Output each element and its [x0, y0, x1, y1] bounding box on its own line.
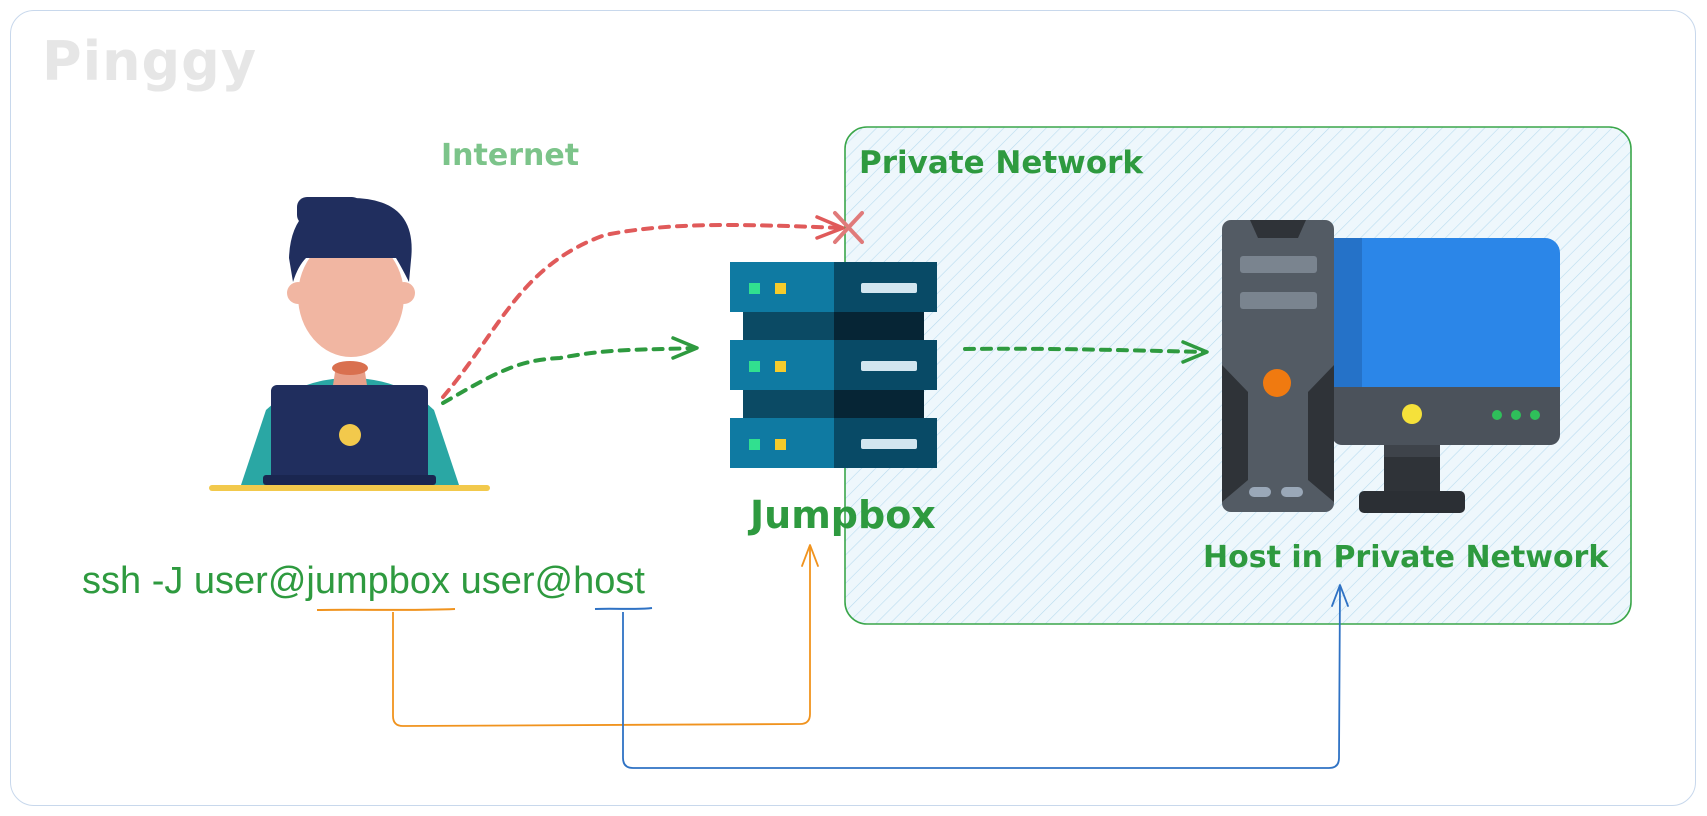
internet-zone-label: Internet [441, 138, 580, 173]
brand-logo-text: Pinggy [42, 30, 258, 93]
user-to-jumpbox-arrow [441, 336, 699, 405]
host-label: Host in Private Network [1203, 540, 1609, 575]
blocked-x-icon [833, 211, 864, 244]
server-rack-icon [730, 262, 937, 468]
jumpbox-to-host-arrow [963, 340, 1209, 364]
person-with-laptop-icon [209, 197, 490, 491]
ssh-command-text: ssh -J user@jumpbox user@host [82, 560, 645, 602]
host-pointer-arrow [594, 584, 1349, 769]
desktop-computer-icon [1222, 220, 1560, 513]
blocked-connection-arrow [441, 211, 864, 399]
jumpbox-label: Jumpbox [750, 493, 936, 537]
jumpbox-pointer-arrow [316, 544, 819, 727]
private-network-label: Private Network [859, 145, 1144, 181]
